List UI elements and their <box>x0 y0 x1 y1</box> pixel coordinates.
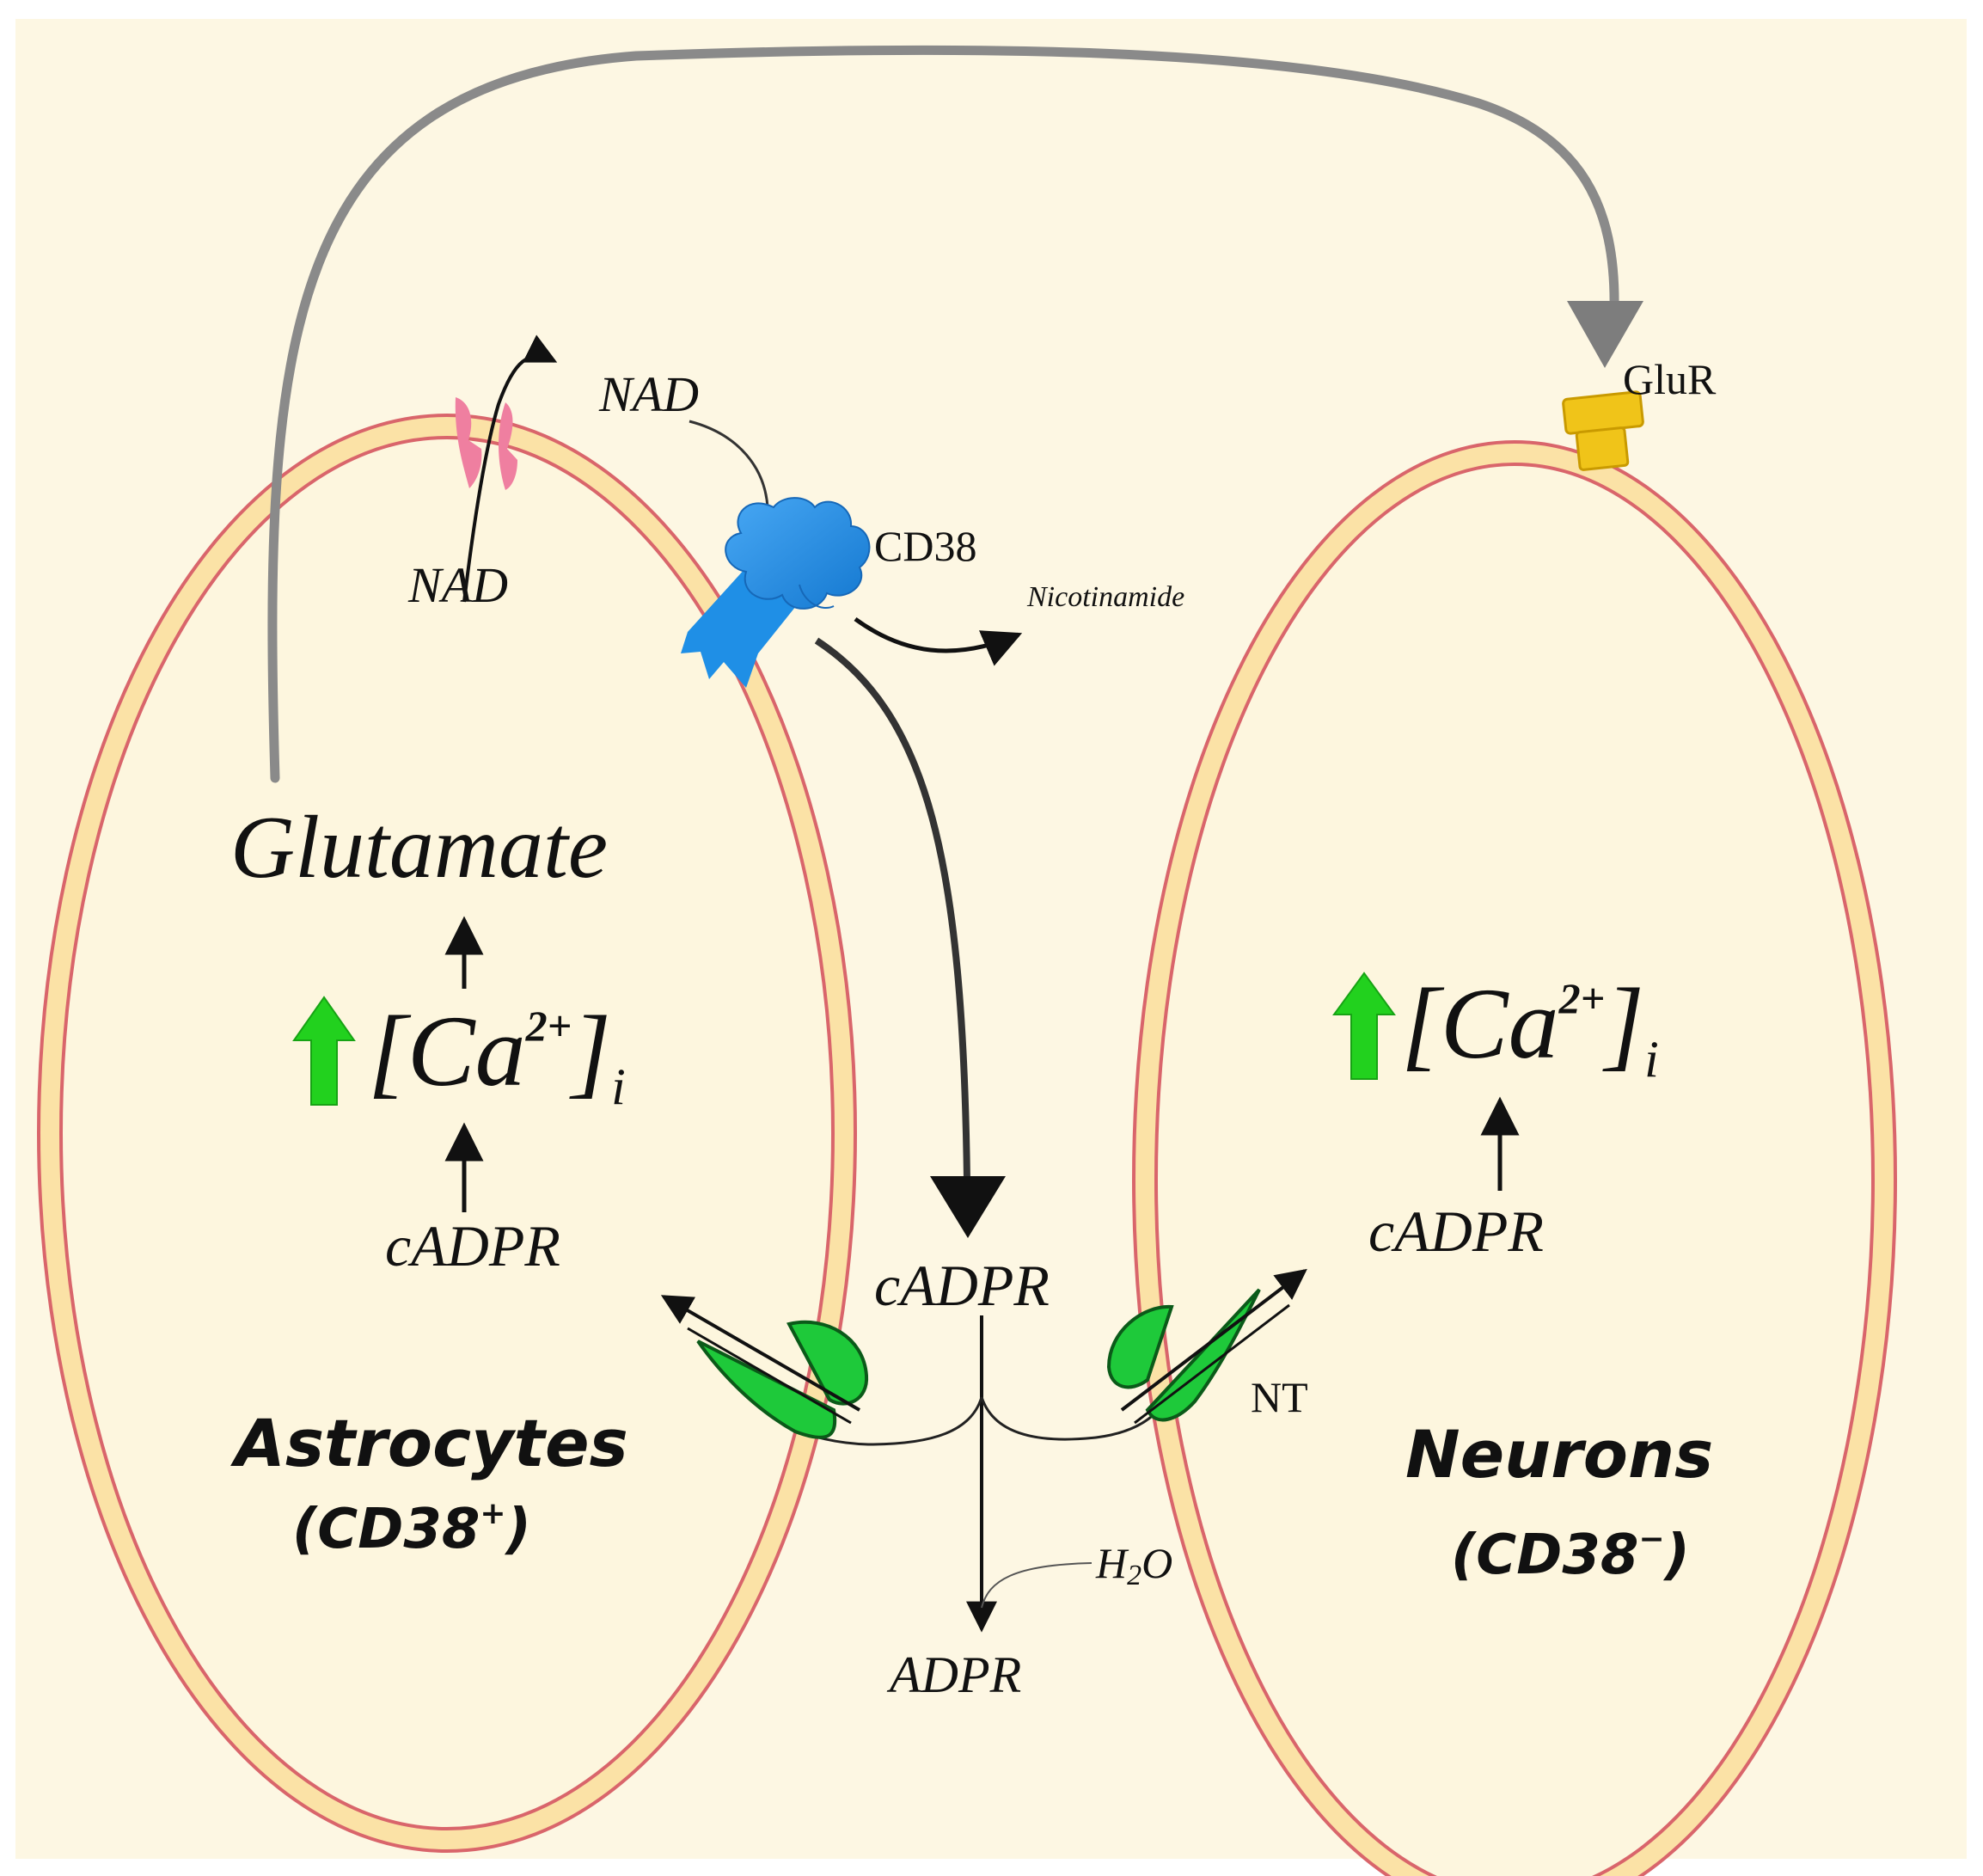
cd38-enzyme-icon <box>681 497 871 688</box>
glutamate-release-arrow <box>267 45 1643 783</box>
nad-outside-label: NAD <box>598 366 699 422</box>
nad-channel-icon <box>455 397 517 490</box>
nad-efflux-arrow <box>462 334 558 603</box>
nucleoside-transporter-icon <box>660 1295 869 1439</box>
adpr-label: ADPR <box>886 1646 1021 1703</box>
neuron-cell <box>1132 440 1897 1876</box>
cadpr-astrocyte-label: cADPR <box>385 1213 560 1278</box>
nt-label: NT <box>1251 1373 1308 1421</box>
neurons-label: Neurons <box>1405 1416 1713 1493</box>
nad-to-cd38-line <box>689 420 769 508</box>
neurons-cd38-label: (CD38−) <box>1451 1522 1690 1587</box>
nad-inside-label: NAD <box>407 557 508 613</box>
cd38-to-cadpr-arrowhead <box>930 1176 1006 1238</box>
cd38-label: CD38 <box>874 522 976 570</box>
nicotinamide-label: Nicotinamide <box>1026 581 1184 613</box>
astrocytes-label: Astrocytes <box>230 1405 628 1481</box>
nucleoside-transporter-icon-neuron <box>1106 1268 1307 1425</box>
h2o-label: H2O <box>1095 1539 1172 1591</box>
nicotinamide-arrow <box>854 616 1023 666</box>
up-arrow-icon-neuron <box>1332 972 1396 1080</box>
ca-astrocyte-label: [Ca2+]i <box>368 995 626 1115</box>
astrocytes-cd38-label: (CD38+) <box>292 1496 531 1561</box>
cadpr-center-label: cADPR <box>874 1253 1050 1318</box>
ca-neuron-label: [Ca2+]i <box>1401 967 1659 1088</box>
glutamate-label: Glutamate <box>230 798 608 897</box>
cadpr-neuron-label: cADPR <box>1368 1199 1544 1264</box>
cd38-to-cadpr-arrow <box>814 637 970 1180</box>
h2o-connector <box>981 1562 1092 1609</box>
glur-label: GluR <box>1623 355 1717 403</box>
glutamate-receptor-icon <box>1562 390 1644 471</box>
up-arrow-icon <box>292 996 356 1106</box>
